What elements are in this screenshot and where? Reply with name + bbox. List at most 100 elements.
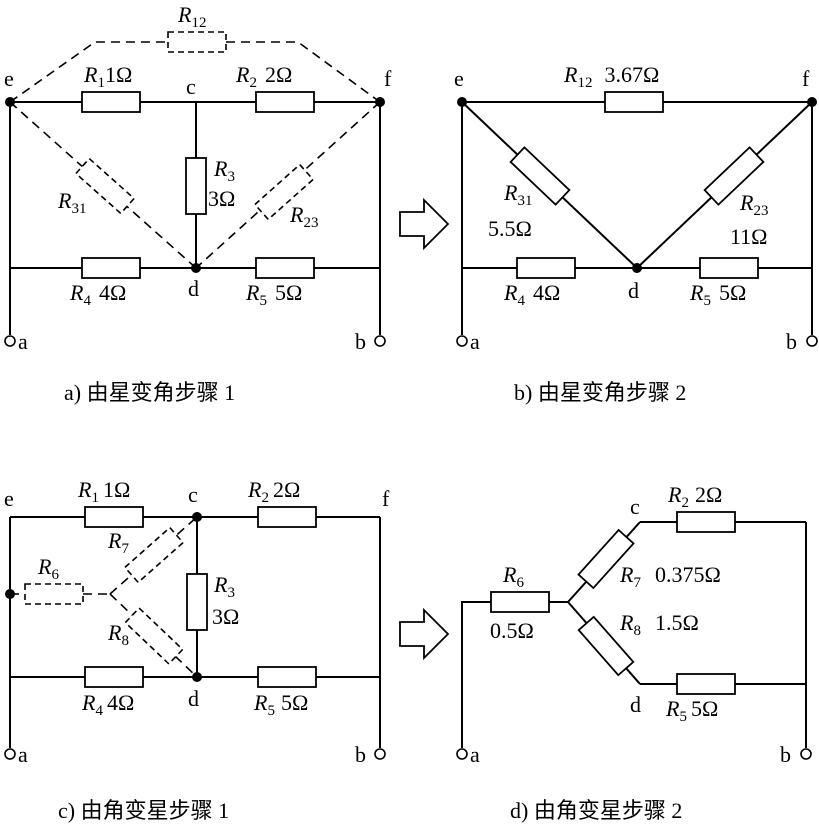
node-label-a: a: [18, 329, 28, 354]
terminal: [374, 748, 386, 760]
label-r3: R3: [213, 572, 235, 601]
value-r6: 0.5Ω: [490, 618, 534, 643]
terminal: [456, 335, 468, 347]
label-r6: R6: [37, 554, 59, 583]
resistor-r31: [509, 146, 571, 206]
dashed-wire: [9, 41, 168, 103]
node-dot: [632, 263, 642, 273]
label-r31: R31: [503, 180, 532, 209]
resistor-r2: [676, 511, 736, 533]
resistor-r6: [490, 591, 550, 613]
label-r3: R3: [213, 156, 235, 185]
label-r23: R23: [289, 202, 318, 231]
node-label-f: f: [384, 66, 392, 91]
node-label-c: c: [630, 494, 640, 519]
resistor-r5: [699, 257, 759, 279]
wire: [461, 601, 491, 748]
node-dot: [192, 512, 202, 522]
node-dot: [192, 672, 202, 682]
resistor-r6-dashed: [24, 583, 84, 605]
caption-a: a) 由星变角步骤 1: [64, 380, 235, 405]
terminal: [800, 748, 812, 760]
node-label-c: c: [188, 482, 198, 507]
node-label-d: d: [188, 686, 199, 711]
resistor-r12-dashed: [167, 31, 227, 53]
resistor-r2: [255, 91, 315, 113]
node-label-e: e: [4, 66, 14, 91]
node-label-f: f: [802, 66, 810, 91]
node-dot: [375, 97, 385, 107]
value-r23: 11Ω: [730, 224, 768, 249]
resistor-r3: [185, 157, 207, 215]
dashed-wire: [109, 516, 198, 595]
terminal: [374, 335, 386, 347]
caption-b: b) 由星变角步骤 2: [514, 380, 686, 405]
node-label-a: a: [470, 742, 480, 767]
resistor-r8: [577, 615, 635, 677]
resistor-r23: [703, 146, 765, 206]
label-r7: R7: [107, 528, 129, 557]
caption-d: d) 由角变星步骤 2: [510, 798, 682, 823]
value-r31: 5.5Ω: [488, 216, 532, 241]
node-label-e: e: [4, 486, 14, 511]
node-label-b: b: [786, 329, 797, 354]
label-r31: R31: [57, 188, 86, 217]
terminal: [456, 748, 468, 760]
label-r8: R8: [107, 620, 129, 649]
value-r3: 3Ω: [208, 186, 235, 211]
node-dot: [457, 97, 467, 107]
node-label-e: e: [454, 66, 464, 91]
resistor-r5: [257, 666, 317, 688]
node-label-d: d: [188, 276, 199, 301]
node-label-b: b: [355, 329, 366, 354]
resistor-r7-dashed: [123, 526, 185, 584]
node-label-d: d: [630, 692, 641, 717]
resistor-r4: [84, 666, 144, 688]
resistor-r7: [577, 528, 635, 590]
node-dot: [807, 97, 817, 107]
label-r6: R6: [502, 562, 524, 591]
node-dot: [191, 263, 201, 273]
node-dot: [5, 97, 15, 107]
node-label-c: c: [186, 74, 196, 99]
node-label-b: b: [355, 742, 366, 767]
terminal: [4, 335, 16, 347]
resistor-r12: [604, 91, 664, 113]
node-label-a: a: [470, 329, 480, 354]
node-label-a: a: [18, 742, 28, 767]
terminal: [806, 335, 818, 347]
arrow-right-icon: [399, 607, 450, 661]
label-r1: R11Ω: [83, 62, 132, 91]
node-label-f: f: [382, 486, 390, 511]
terminal: [4, 748, 16, 760]
resistor-r5: [255, 257, 315, 279]
resistor-r3: [186, 573, 208, 631]
resistor-r4: [516, 257, 576, 279]
resistor-r8-dashed: [124, 606, 184, 666]
node-label-d: d: [628, 278, 639, 303]
node-label-b: b: [780, 742, 791, 767]
dashed-wire: [226, 41, 381, 103]
resistor-r23-dashed: [253, 163, 315, 221]
resistor-r1: [84, 506, 144, 528]
